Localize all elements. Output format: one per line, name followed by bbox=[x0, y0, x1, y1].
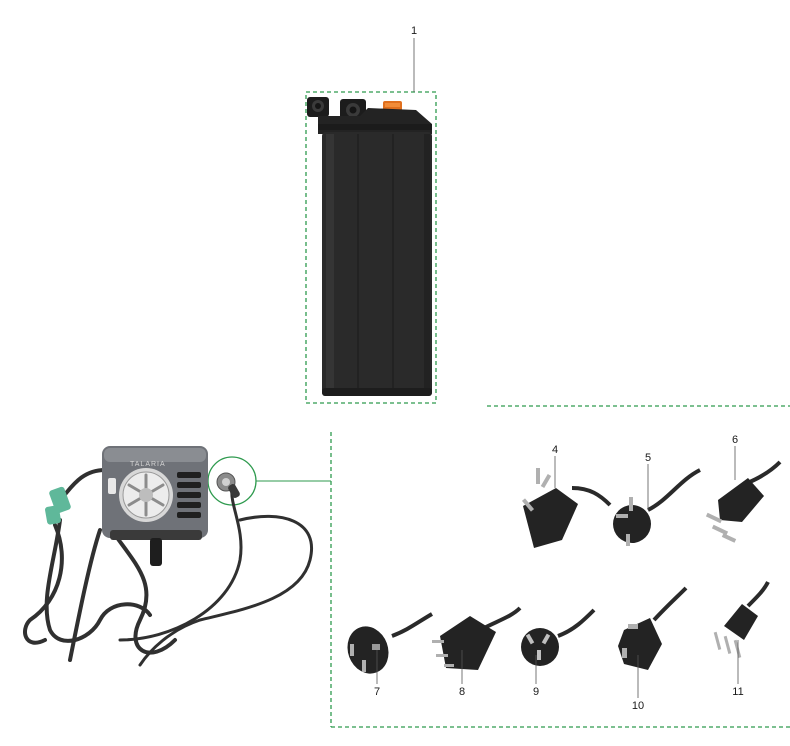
battery-top-cap bbox=[318, 108, 432, 134]
callout-leaders bbox=[376, 446, 739, 698]
plug-type-8 bbox=[432, 606, 522, 670]
frames bbox=[207, 38, 790, 728]
callout-9: 9 bbox=[533, 686, 539, 698]
charger-cables bbox=[23, 468, 313, 667]
callout-labels: 1 4 5 6 7 8 9 10 11 bbox=[374, 25, 744, 712]
battery-body bbox=[322, 132, 432, 396]
plug-type-7 bbox=[347, 612, 433, 674]
callout-1: 1 bbox=[411, 25, 417, 37]
plug-type-10 bbox=[618, 586, 688, 670]
callout-4: 4 bbox=[552, 444, 558, 456]
battery-frame bbox=[305, 91, 437, 404]
callout-5: 5 bbox=[645, 452, 651, 464]
plug-type-11 bbox=[713, 581, 770, 658]
plug-type-6 bbox=[705, 460, 782, 543]
callout-10: 10 bbox=[632, 700, 644, 712]
callout-11: 11 bbox=[732, 686, 743, 698]
callout-7: 7 bbox=[374, 686, 380, 698]
green-connector-lower bbox=[45, 505, 61, 525]
plug-type-9 bbox=[521, 608, 596, 666]
charger-assembly: TALARIA bbox=[23, 446, 313, 667]
charger-cable-grommet bbox=[150, 538, 162, 566]
charger-vents bbox=[177, 472, 201, 518]
callout-8: 8 bbox=[459, 686, 465, 698]
battery-pack bbox=[307, 97, 432, 396]
plug-type-5 bbox=[613, 468, 701, 546]
charger-brand-label: TALARIA bbox=[130, 461, 166, 468]
plug-type-4 bbox=[521, 468, 612, 548]
charger-status-window bbox=[108, 478, 116, 494]
callout-6: 6 bbox=[732, 434, 738, 446]
